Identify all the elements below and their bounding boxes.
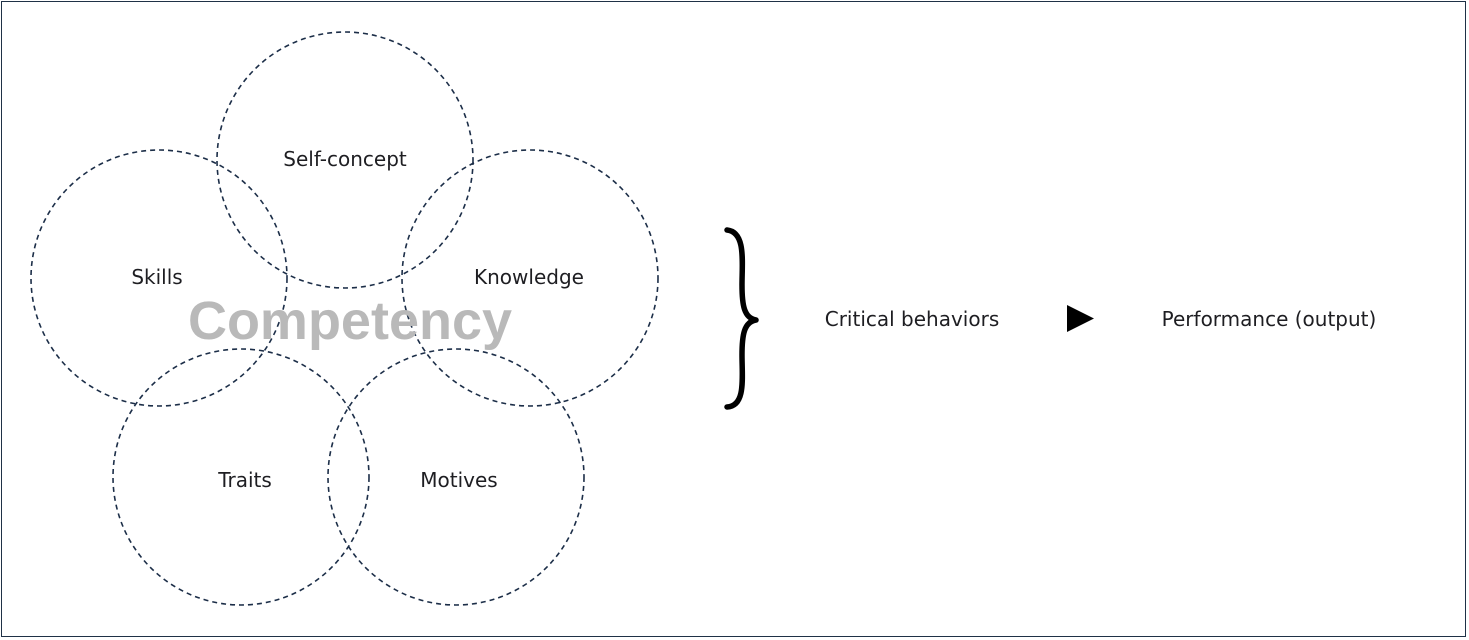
performance-label: Performance (output)	[1162, 307, 1377, 331]
knowledge-circle	[401, 149, 659, 407]
self-concept-label: Self-concept	[283, 147, 407, 171]
traits-circle	[112, 348, 370, 606]
competency-label: Competency	[188, 291, 512, 351]
curly-brace	[724, 227, 759, 410]
self-concept-circle	[216, 31, 474, 289]
motives-circle	[327, 348, 585, 606]
traits-label: Traits	[217, 468, 272, 492]
motives-label: Motives	[420, 468, 497, 492]
critical-behaviors-label: Critical behaviors	[825, 307, 1000, 331]
skills-label: Skills	[131, 265, 182, 289]
arrow-right-icon	[1067, 305, 1094, 332]
knowledge-label: Knowledge	[474, 265, 584, 289]
skills-circle	[30, 149, 288, 407]
